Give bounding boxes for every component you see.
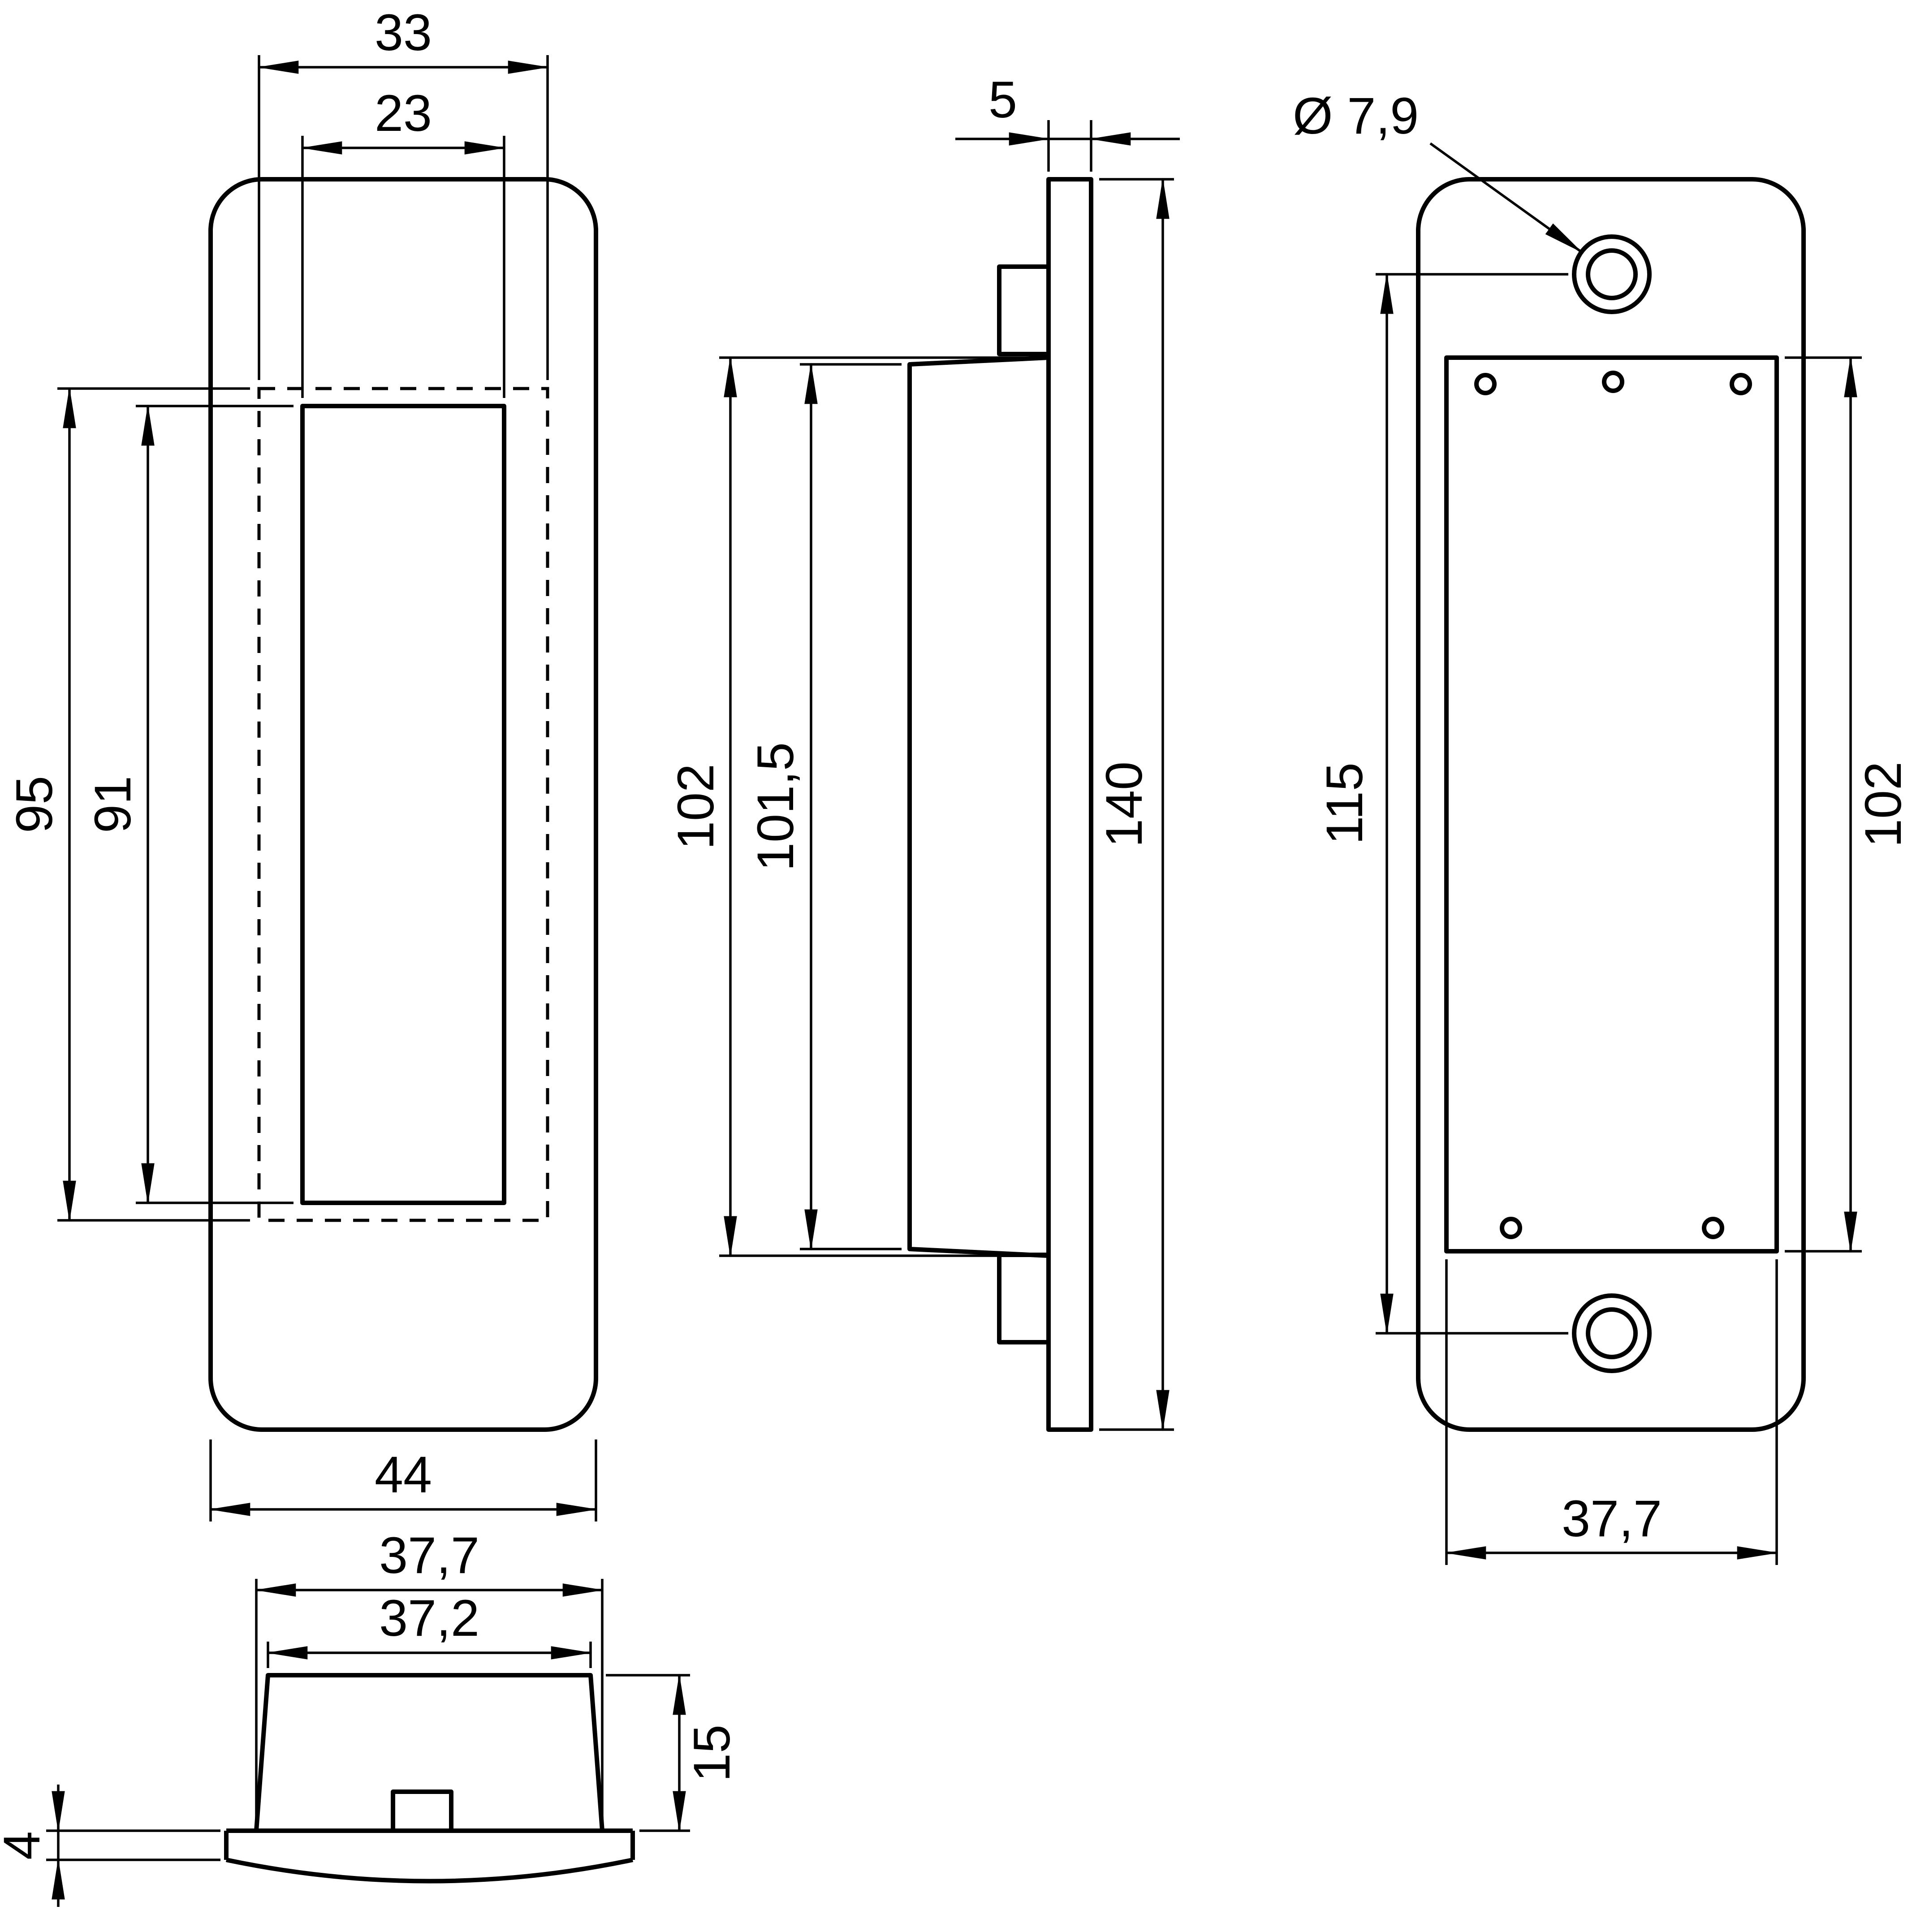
dim-front-recess-width: 33: [257, 4, 549, 380]
dim-label-back-hole-spacing: 115: [1316, 762, 1373, 844]
top-body-outline: [254, 1673, 604, 1833]
dim-label-side-total-height: 140: [1096, 761, 1153, 847]
dim-label-back-hole-diameter: Ø 7,9: [1293, 87, 1419, 145]
back-view: Ø 7,9 115 102 37,7: [1293, 87, 1912, 1565]
side-body-outline: [907, 355, 1049, 1258]
side-bottom-tab-outline: [997, 1253, 1051, 1344]
back-pin-hole: [1730, 373, 1752, 395]
dim-front-recess-height: 95: [6, 387, 250, 1222]
back-opening-outline: [1444, 355, 1779, 1253]
dim-back-opening-height: 102: [1785, 356, 1912, 1253]
dim-label-top-body-width-inner: 37,2: [379, 1590, 479, 1647]
dim-label-top-body-depth: 15: [683, 1725, 741, 1782]
dim-side-body-height-inner: 101,5: [747, 363, 902, 1251]
dim-label-front-opening-height: 91: [84, 776, 142, 833]
dim-top-body-width-outer: 37,7: [255, 1527, 604, 1823]
dim-back-opening-width: 37,7: [1445, 1259, 1778, 1565]
leader-line: [1429, 142, 1583, 253]
dim-front-opening-height: 91: [84, 404, 293, 1205]
dim-label-front-opening-width: 23: [375, 85, 432, 142]
front-view: 33 23 95 91 44: [6, 4, 598, 1521]
dim-label-front-total-width: 44: [375, 1446, 432, 1504]
back-bottom-screw-hole-inner: [1586, 1307, 1638, 1359]
back-top-screw-hole-outer: [1572, 234, 1652, 314]
dim-label-top-flange-thickness: 4: [0, 1831, 51, 1860]
back-pin-hole: [1500, 1217, 1522, 1239]
front-opening-outline: [300, 404, 506, 1205]
top-view: 37,7 37,2 15 4: [0, 1527, 741, 1907]
back-top-screw-hole-inner: [1586, 248, 1638, 300]
dim-front-opening-width: 23: [301, 85, 506, 398]
back-pin-hole: [1474, 373, 1497, 395]
dim-top-body-depth: 15: [606, 1673, 741, 1833]
back-outer-outline: [1416, 177, 1806, 1432]
side-top-tab-outline: [997, 264, 1051, 356]
dim-top-body-width-inner: 37,2: [266, 1590, 592, 1668]
dim-label-back-opening-width: 37,7: [1562, 1490, 1662, 1547]
front-recess-hidden-outline: [257, 387, 549, 1222]
front-outer-outline: [208, 177, 598, 1432]
dim-label-back-opening-height: 102: [1855, 761, 1912, 847]
top-flange-bottom-edge: [225, 1858, 634, 1884]
dim-label-side-body-height-inner: 101,5: [747, 742, 804, 871]
side-plate-outline: [1046, 177, 1093, 1432]
dim-side-body-height: 102: [667, 356, 1040, 1258]
dim-top-flange-thickness: 4: [0, 1785, 220, 1907]
top-tab-outline: [391, 1789, 453, 1833]
back-pin-hole: [1702, 1217, 1724, 1239]
back-pin-hole: [1602, 371, 1624, 393]
dim-label-side-body-height: 102: [667, 764, 725, 850]
dim-label-front-recess-height: 95: [6, 776, 63, 833]
dim-label-side-plate-thickness: 5: [988, 71, 1017, 129]
dim-back-hole-diameter: Ø 7,9: [1293, 87, 1583, 253]
dim-side-plate-thickness: 5: [955, 71, 1180, 172]
dim-label-top-body-width-outer: 37,7: [379, 1527, 479, 1584]
dim-front-total-width: 44: [209, 1439, 598, 1521]
dim-side-total-height: 140: [1096, 177, 1174, 1431]
dim-back-hole-spacing: 115: [1316, 272, 1568, 1335]
back-bottom-screw-hole-outer: [1572, 1293, 1652, 1373]
dim-label-front-recess-width: 33: [375, 4, 432, 61]
side-view: 5 102 101,5 140: [667, 71, 1180, 1432]
